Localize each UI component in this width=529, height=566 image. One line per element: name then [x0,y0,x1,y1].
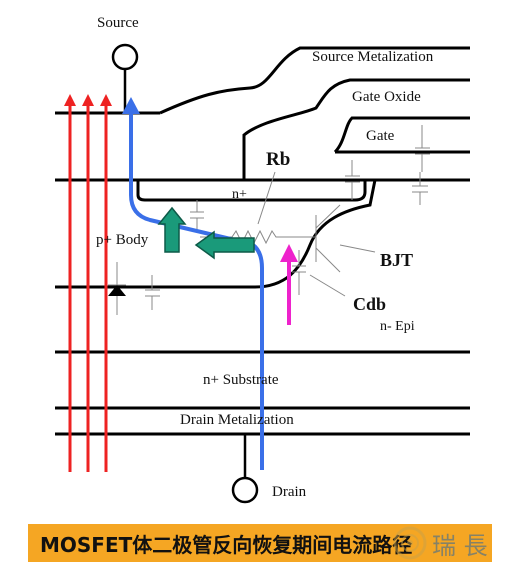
watermark-text: 瑞 長 [432,531,488,560]
source-terminal [111,43,139,71]
body-diode-icon [108,285,126,296]
magenta-arrow-head-icon [280,244,298,262]
label-p-body: p+ Body [96,232,149,248]
drain-terminal [231,476,259,504]
watermark: 瑞 長 [392,522,522,564]
gate-oxide-curve [242,78,470,180]
blue-current-path [129,112,264,470]
mosfet-cross-section: Source Source Metalization Gate Oxide Ga… [55,15,470,504]
label-source-metalization: Source Metalization [312,49,434,65]
label-bjt: BJT [380,250,413,270]
source-metalization-curve [159,46,470,115]
green-arrow-left-icon [194,230,255,260]
green-arrow-up-icon [157,206,187,253]
label-n-substrate: n+ Substrate [203,372,279,388]
caption-banner: MOSFET体二极管反向恢复期间电流路径 [28,524,492,562]
label-gate: Gate [366,128,395,144]
bjt-pointer [339,244,376,253]
label-gate-oxide: Gate Oxide [352,89,421,105]
rb-pointer [257,171,276,225]
label-drain: Drain [272,484,307,500]
label-source: Source [97,15,139,31]
watermark-logo-icon [393,526,427,560]
label-n-epi: n- Epi [380,319,415,334]
label-n-plus: n+ [232,187,247,202]
n-plus-region [136,180,367,202]
label-rb: Rb [266,149,290,170]
red-current-arrows [64,94,112,472]
gate-curve [333,116,470,154]
p-body-boundary [110,179,377,289]
cdb-pointer [309,274,346,297]
blue-arrow-head-icon [122,97,140,114]
label-cdb: Cdb [353,294,386,314]
label-drain-metalization: Drain Metalization [180,412,294,428]
